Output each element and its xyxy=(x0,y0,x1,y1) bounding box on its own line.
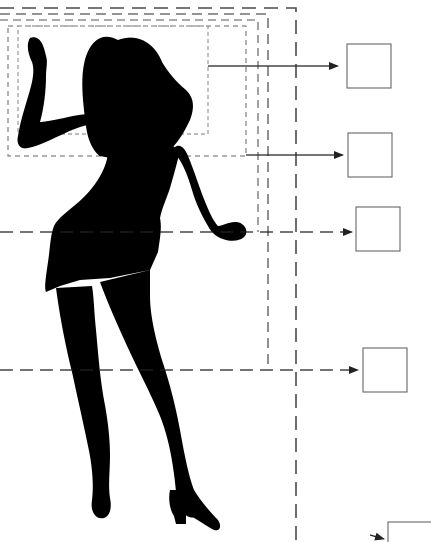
left-leg-silhouette xyxy=(56,286,111,519)
label-box-head-arm xyxy=(347,132,393,178)
torso-silhouette xyxy=(45,124,181,292)
region-frames xyxy=(0,7,297,542)
full-body-frame xyxy=(0,7,297,542)
arrow-full-body-region xyxy=(369,532,385,541)
shoe-silhouette xyxy=(169,490,221,531)
head-arm-frame xyxy=(7,25,247,157)
label-boxes xyxy=(346,43,431,542)
woman-silhouette-icon xyxy=(17,36,247,531)
label-box-full-body xyxy=(387,521,431,542)
pointer-arrows xyxy=(0,62,385,541)
head-frame xyxy=(17,25,209,135)
label-box-lower-body xyxy=(362,347,408,393)
label-box-head xyxy=(346,43,392,89)
raised-arm-silhouette xyxy=(17,37,104,149)
label-box-upper-body xyxy=(355,206,401,252)
right-leg-silhouette xyxy=(100,270,199,518)
lower-body-frame xyxy=(0,13,269,370)
lowered-arm-silhouette xyxy=(172,145,247,241)
upper-body-frame xyxy=(0,19,259,232)
